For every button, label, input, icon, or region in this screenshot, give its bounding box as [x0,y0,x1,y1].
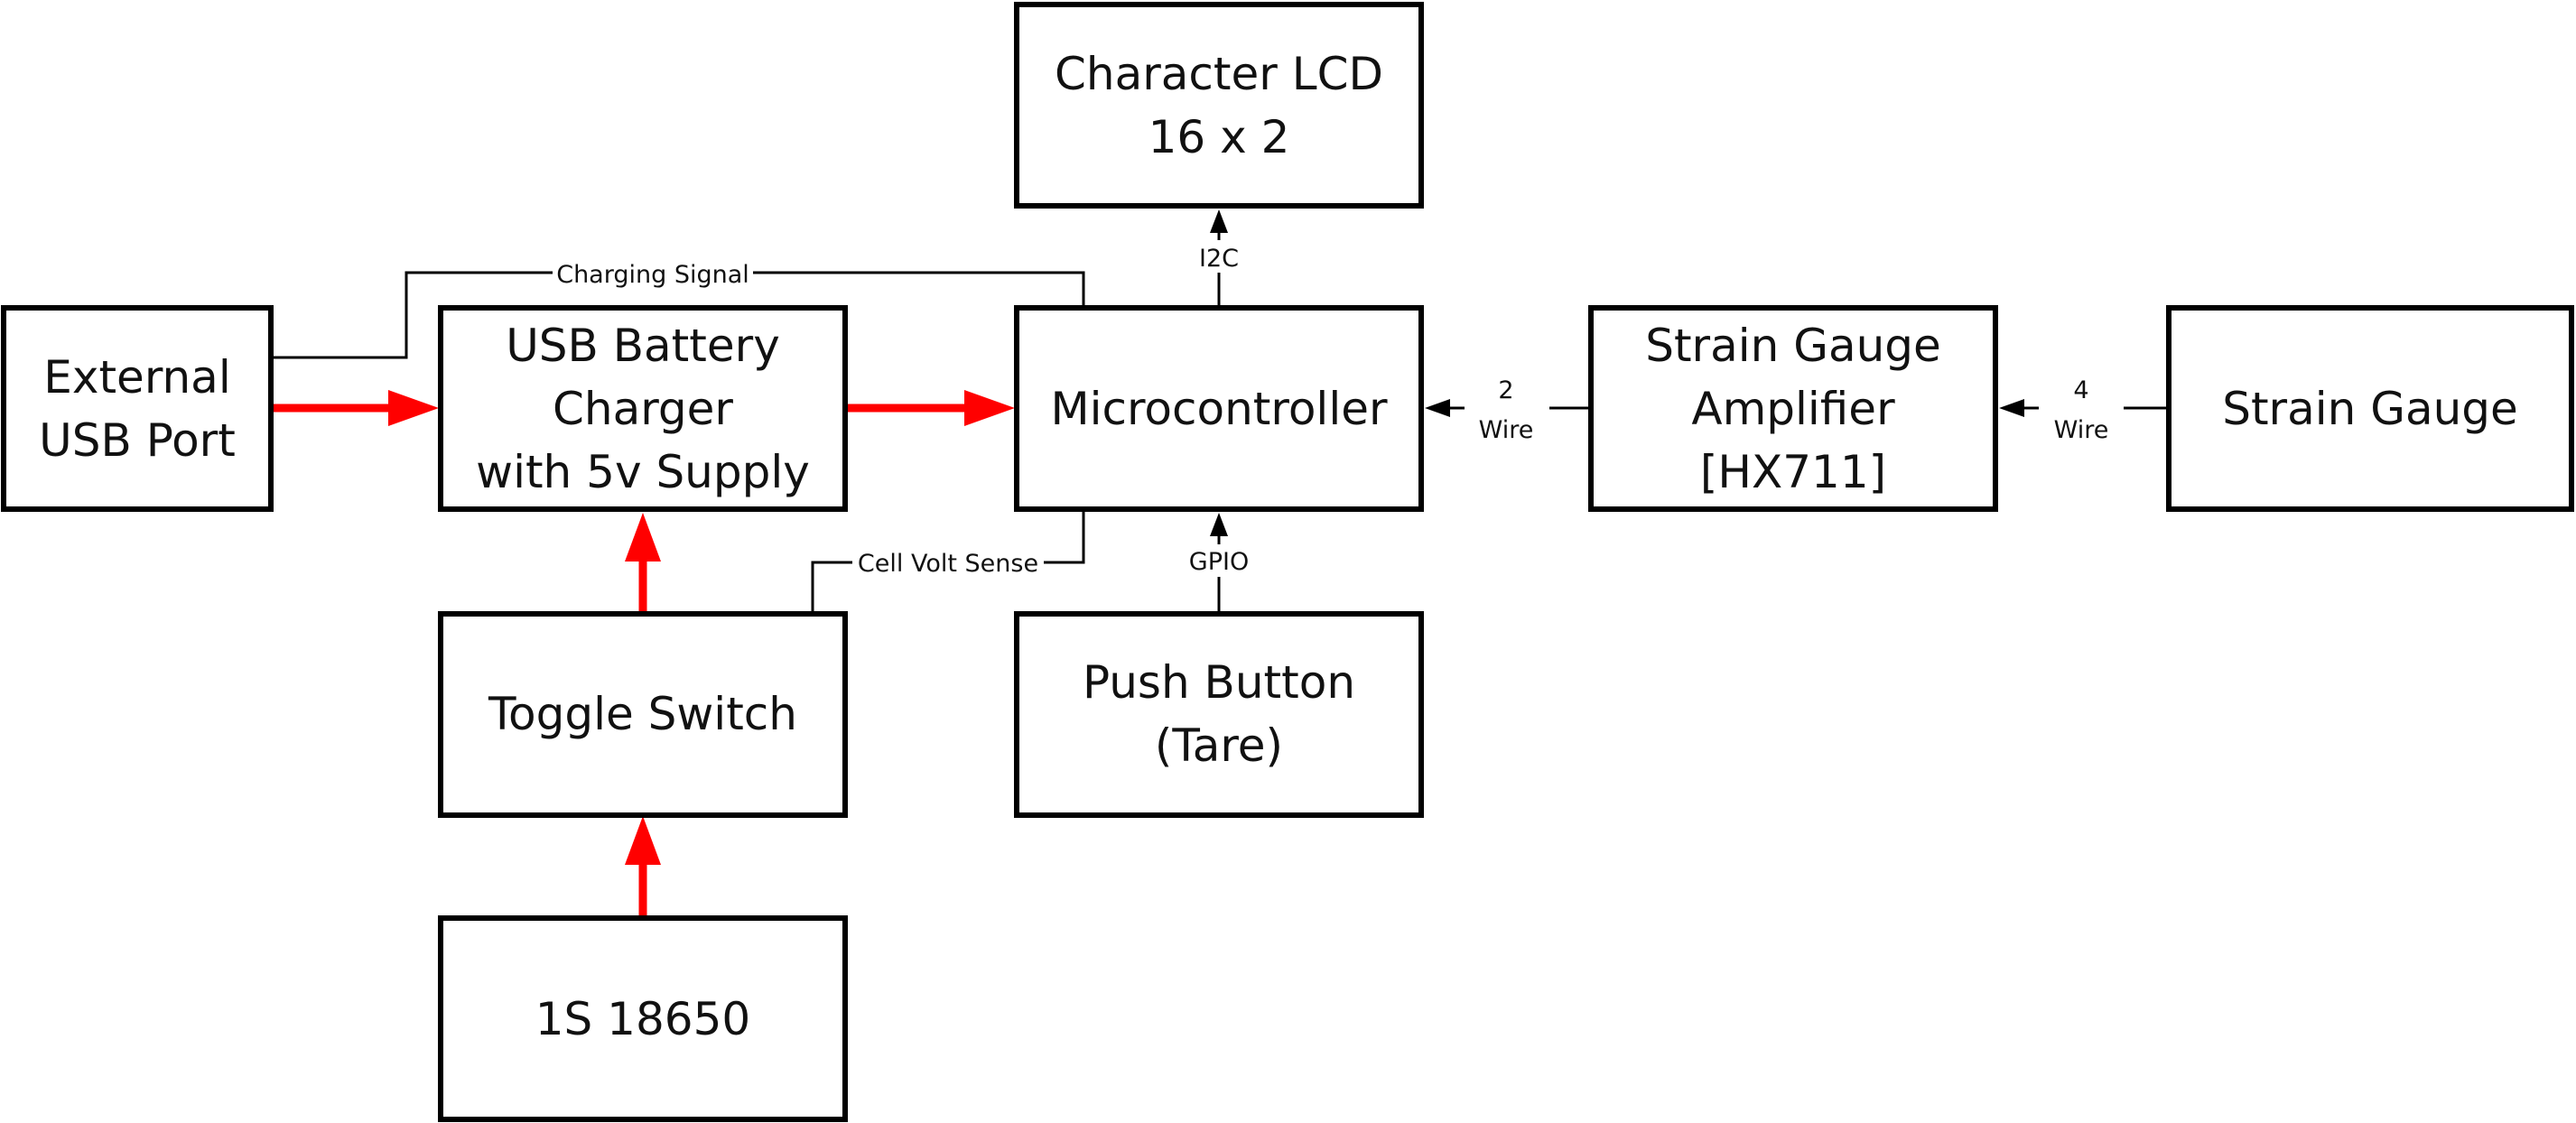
svg-text:Amplifier: Amplifier [1691,383,1895,435]
svg-text:Toggle Switch: Toggle Switch [488,688,797,740]
svg-text:Wire: Wire [1479,416,1534,444]
usb-battery-charger-block: USB Battery Charger with 5v Supply [438,305,848,512]
svg-text:2: 2 [1498,376,1513,404]
power-charger-to-mcu-arrowhead [964,390,1015,426]
svg-text:Push Button: Push Button [1083,656,1355,709]
charging-signal-wire [273,271,1085,359]
svg-text:Cell Volt Sense: Cell Volt Sense [858,550,1038,578]
character-lcd-block: Character LCD 16 x 2 [1014,2,1424,209]
power-usb-to-charger-arrowhead [388,390,439,426]
external-usb-port-block: External USB Port [1,305,274,512]
svg-text:1S 18650: 1S 18650 [535,993,751,1045]
strain-gauge-block: Strain Gauge [2166,305,2574,512]
svg-text:with 5v Supply: with 5v Supply [476,446,810,498]
gpio-arrowhead [1210,513,1228,536]
svg-text:I2C: I2C [1199,245,1239,273]
i2c-label: I2C [1190,240,1248,273]
svg-text:[HX711]: [HX711] [1700,446,1886,498]
svg-text:Microcontroller: Microcontroller [1050,383,1388,435]
svg-text:Charger: Charger [553,383,733,435]
svg-text:GPIO: GPIO [1189,548,1249,576]
charging-signal-label: Charging Signal [553,256,753,289]
i2c-arrowhead [1210,209,1228,233]
battery-cell-block: 1S 18650 [438,915,848,1122]
amp-to-mcu-arrowhead [1425,399,1450,417]
gpio-label: GPIO [1179,544,1259,577]
toggle-switch-block: Toggle Switch [438,611,848,818]
svg-text:Strain Gauge: Strain Gauge [1645,320,1941,372]
gauge-to-amp-label: 4 Wire [2039,374,2124,444]
svg-text:(Tare): (Tare) [1155,719,1283,772]
push-button-block: Push Button (Tare) [1014,611,1424,818]
svg-text:USB Port: USB Port [39,414,236,467]
svg-text:Charging Signal: Charging Signal [556,261,749,289]
amp-to-mcu-label: 2 Wire [1465,374,1549,444]
power-battery-to-switch-arrowhead [625,816,661,865]
cell-volt-sense-label: Cell Volt Sense [852,546,1044,579]
svg-text:Character LCD: Character LCD [1055,48,1383,100]
svg-text:4: 4 [2073,376,2088,404]
gauge-to-amp-arrowhead [1999,399,2024,417]
microcontroller-block: Microcontroller [1014,305,1424,512]
svg-text:External: External [43,351,230,404]
svg-text:Strain Gauge: Strain Gauge [2222,383,2518,435]
strain-gauge-amplifier-block: Strain Gauge Amplifier [HX711] [1588,305,1998,512]
svg-text:USB Battery: USB Battery [506,320,780,372]
svg-text:Wire: Wire [2054,416,2109,444]
power-switch-to-charger-arrowhead [625,513,661,562]
svg-text:16 x 2: 16 x 2 [1149,111,1290,163]
